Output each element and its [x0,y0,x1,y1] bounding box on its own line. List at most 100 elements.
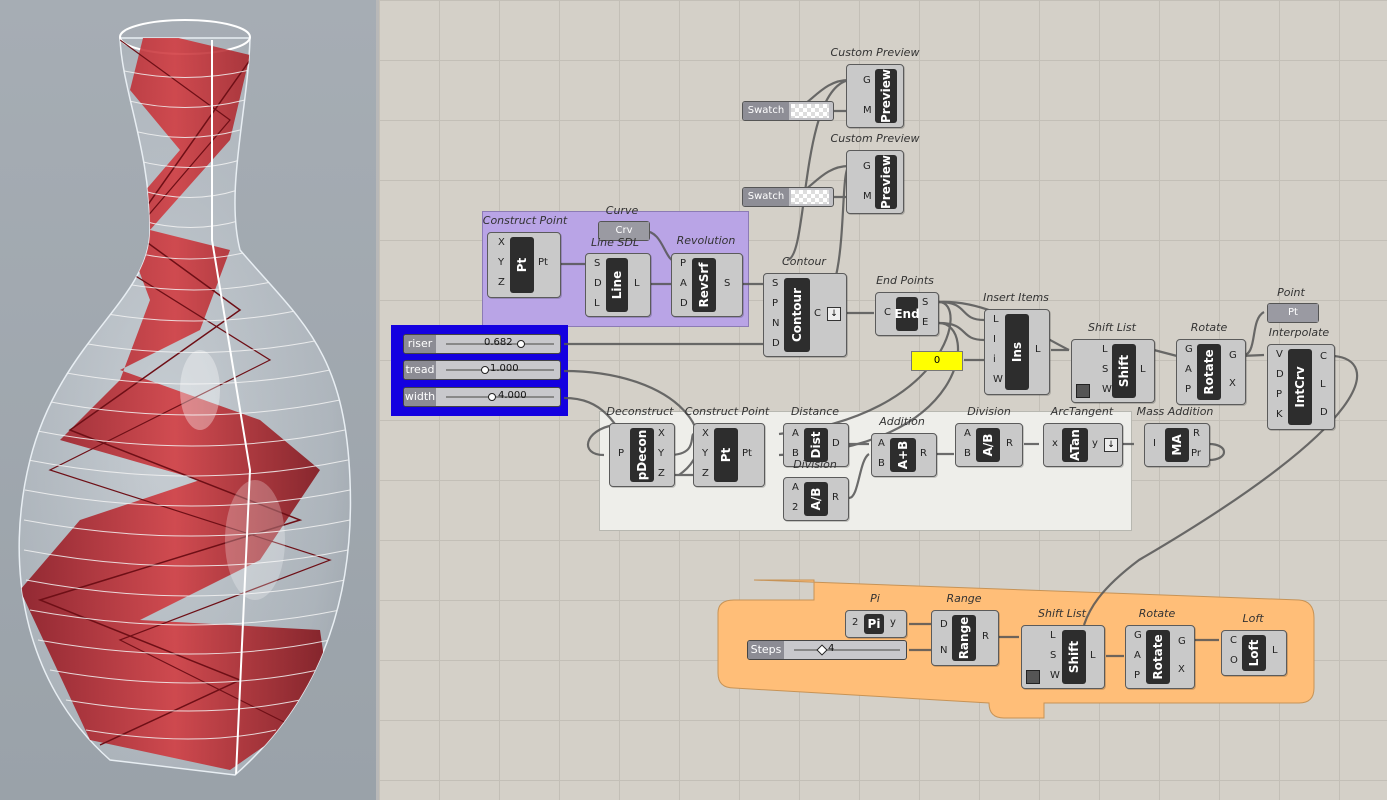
port-g[interactable]: G [863,75,871,86]
shift-list-1[interactable]: L S W Shift L [1071,339,1155,403]
port-d[interactable]: D [772,338,780,349]
port-g[interactable]: G [863,161,871,172]
swatch-1[interactable]: Swatch [742,101,834,121]
port-d[interactable]: D [1276,369,1284,380]
port-o[interactable]: O [1230,655,1238,666]
port-p[interactable]: P [772,298,779,309]
port-pr-out[interactable]: Pr [1191,448,1201,459]
slider-knob[interactable] [816,644,828,656]
port-l-out[interactable]: L [1090,650,1096,661]
port-z[interactable]: Z [498,277,505,288]
port-r-out[interactable]: R [832,492,839,503]
port-b[interactable]: B [792,448,799,459]
point-param[interactable]: Pt [1267,303,1319,323]
graft-arrow-icon[interactable]: ↓ [827,307,841,321]
port-l[interactable]: L [993,314,999,325]
port-l-out[interactable]: L [1140,364,1146,375]
port-s[interactable]: S [1050,650,1057,661]
port-k[interactable]: K [1276,409,1283,420]
port-l[interactable]: L [1050,630,1056,641]
port-r-out[interactable]: R [982,631,989,642]
port-x[interactable]: X [702,428,709,439]
pi[interactable]: 2 Pi y [845,610,907,638]
port-p[interactable]: P [1134,670,1141,681]
port-i-index[interactable]: i [993,354,996,365]
steps-slider[interactable]: Steps 4 [747,640,907,660]
line-sdl[interactable]: S D L Line L [585,253,651,317]
port-g[interactable]: G [1185,344,1193,355]
construct-point-2[interactable]: X Y Z Pt Pt [693,423,765,487]
port-m[interactable]: M [863,191,872,202]
graft-arrow-icon[interactable]: ↓ [1104,438,1118,452]
port-d[interactable]: D [594,278,602,289]
swatch-2[interactable]: Swatch [742,187,834,207]
deconstruct[interactable]: P pDecon X Y Z [609,423,675,487]
port-a[interactable]: A [964,428,971,439]
port-w[interactable]: W [1050,670,1060,681]
port-z-out[interactable]: Z [658,468,665,479]
swatch-color[interactable] [791,104,829,118]
swatch-color[interactable] [791,190,829,204]
port-x[interactable]: x [1052,438,1058,449]
port-s[interactable]: S [772,278,779,289]
port-c-out[interactable]: C [1320,351,1327,362]
port-d[interactable]: D [680,298,688,309]
port-z[interactable]: Z [702,468,709,479]
port-n[interactable]: 2 [852,617,859,628]
port-w[interactable]: W [993,374,1003,385]
port-s[interactable]: S [594,258,601,269]
port-p[interactable]: P [618,448,625,459]
port-y-out[interactable]: y [1092,438,1098,449]
port-c[interactable]: C [1230,635,1237,646]
port-p[interactable]: P [1185,384,1192,395]
port-l-out[interactable]: L [634,278,640,289]
port-a[interactable]: A [792,428,799,439]
port-b[interactable]: B [964,448,971,459]
curve-param[interactable]: Crv [598,221,650,241]
contour[interactable]: S P N D Contour C ↓ [763,273,847,357]
port-l[interactable]: L [594,298,600,309]
port-l[interactable]: L [1102,344,1108,355]
port-l-out[interactable]: L [1035,344,1041,355]
port-a[interactable]: A [680,278,687,289]
port-m[interactable]: M [863,105,872,116]
port-s-out[interactable]: S [922,297,929,308]
port-s[interactable]: S [1102,364,1109,375]
port-c-out[interactable]: C [814,308,821,319]
port-g-out[interactable]: G [1229,350,1237,361]
port-i[interactable]: I [993,334,996,345]
port-v[interactable]: V [1276,349,1283,360]
port-x-out[interactable]: X [1229,378,1236,389]
port-a[interactable]: A [878,438,885,449]
interpolate[interactable]: V D P K IntCrv C L D [1267,344,1335,430]
port-x-out[interactable]: X [1178,664,1185,675]
slider-knob[interactable] [481,366,489,374]
loft[interactable]: C O Loft L [1221,630,1287,676]
riser-slider[interactable]: riser 0.682 [403,334,561,354]
port-d-out[interactable]: D [1320,407,1328,418]
value-panel[interactable]: 0 [911,351,963,371]
port-l-out[interactable]: L [1320,379,1326,390]
port-r-out[interactable]: R [920,448,927,459]
distance[interactable]: A B Dist D [783,423,849,467]
port-b[interactable]: 2 [792,502,799,513]
shift-list-2[interactable]: L S W Shift L [1021,625,1105,689]
addition[interactable]: A B A+B R [871,433,937,477]
port-p[interactable]: P [1276,389,1283,400]
slider-knob[interactable] [517,340,525,348]
port-i[interactable]: I [1153,438,1156,449]
port-x[interactable]: X [498,237,505,248]
custom-preview-1[interactable]: G M Preview [846,64,904,128]
port-r-out[interactable]: R [1006,438,1013,449]
port-d-out[interactable]: D [832,438,840,449]
port-l-out[interactable]: L [1272,645,1278,656]
end-points[interactable]: C End S E [875,292,939,336]
width-slider[interactable]: width 4.000 [403,387,561,407]
division-1[interactable]: A 2 A/B R [783,477,849,521]
port-w[interactable]: W [1102,384,1112,395]
tread-slider[interactable]: tread 1.000 [403,360,561,380]
port-y-out[interactable]: y [890,617,896,628]
toggle-icon[interactable] [1076,384,1090,398]
port-pt[interactable]: Pt [538,257,548,268]
port-y[interactable]: Y [702,448,709,459]
